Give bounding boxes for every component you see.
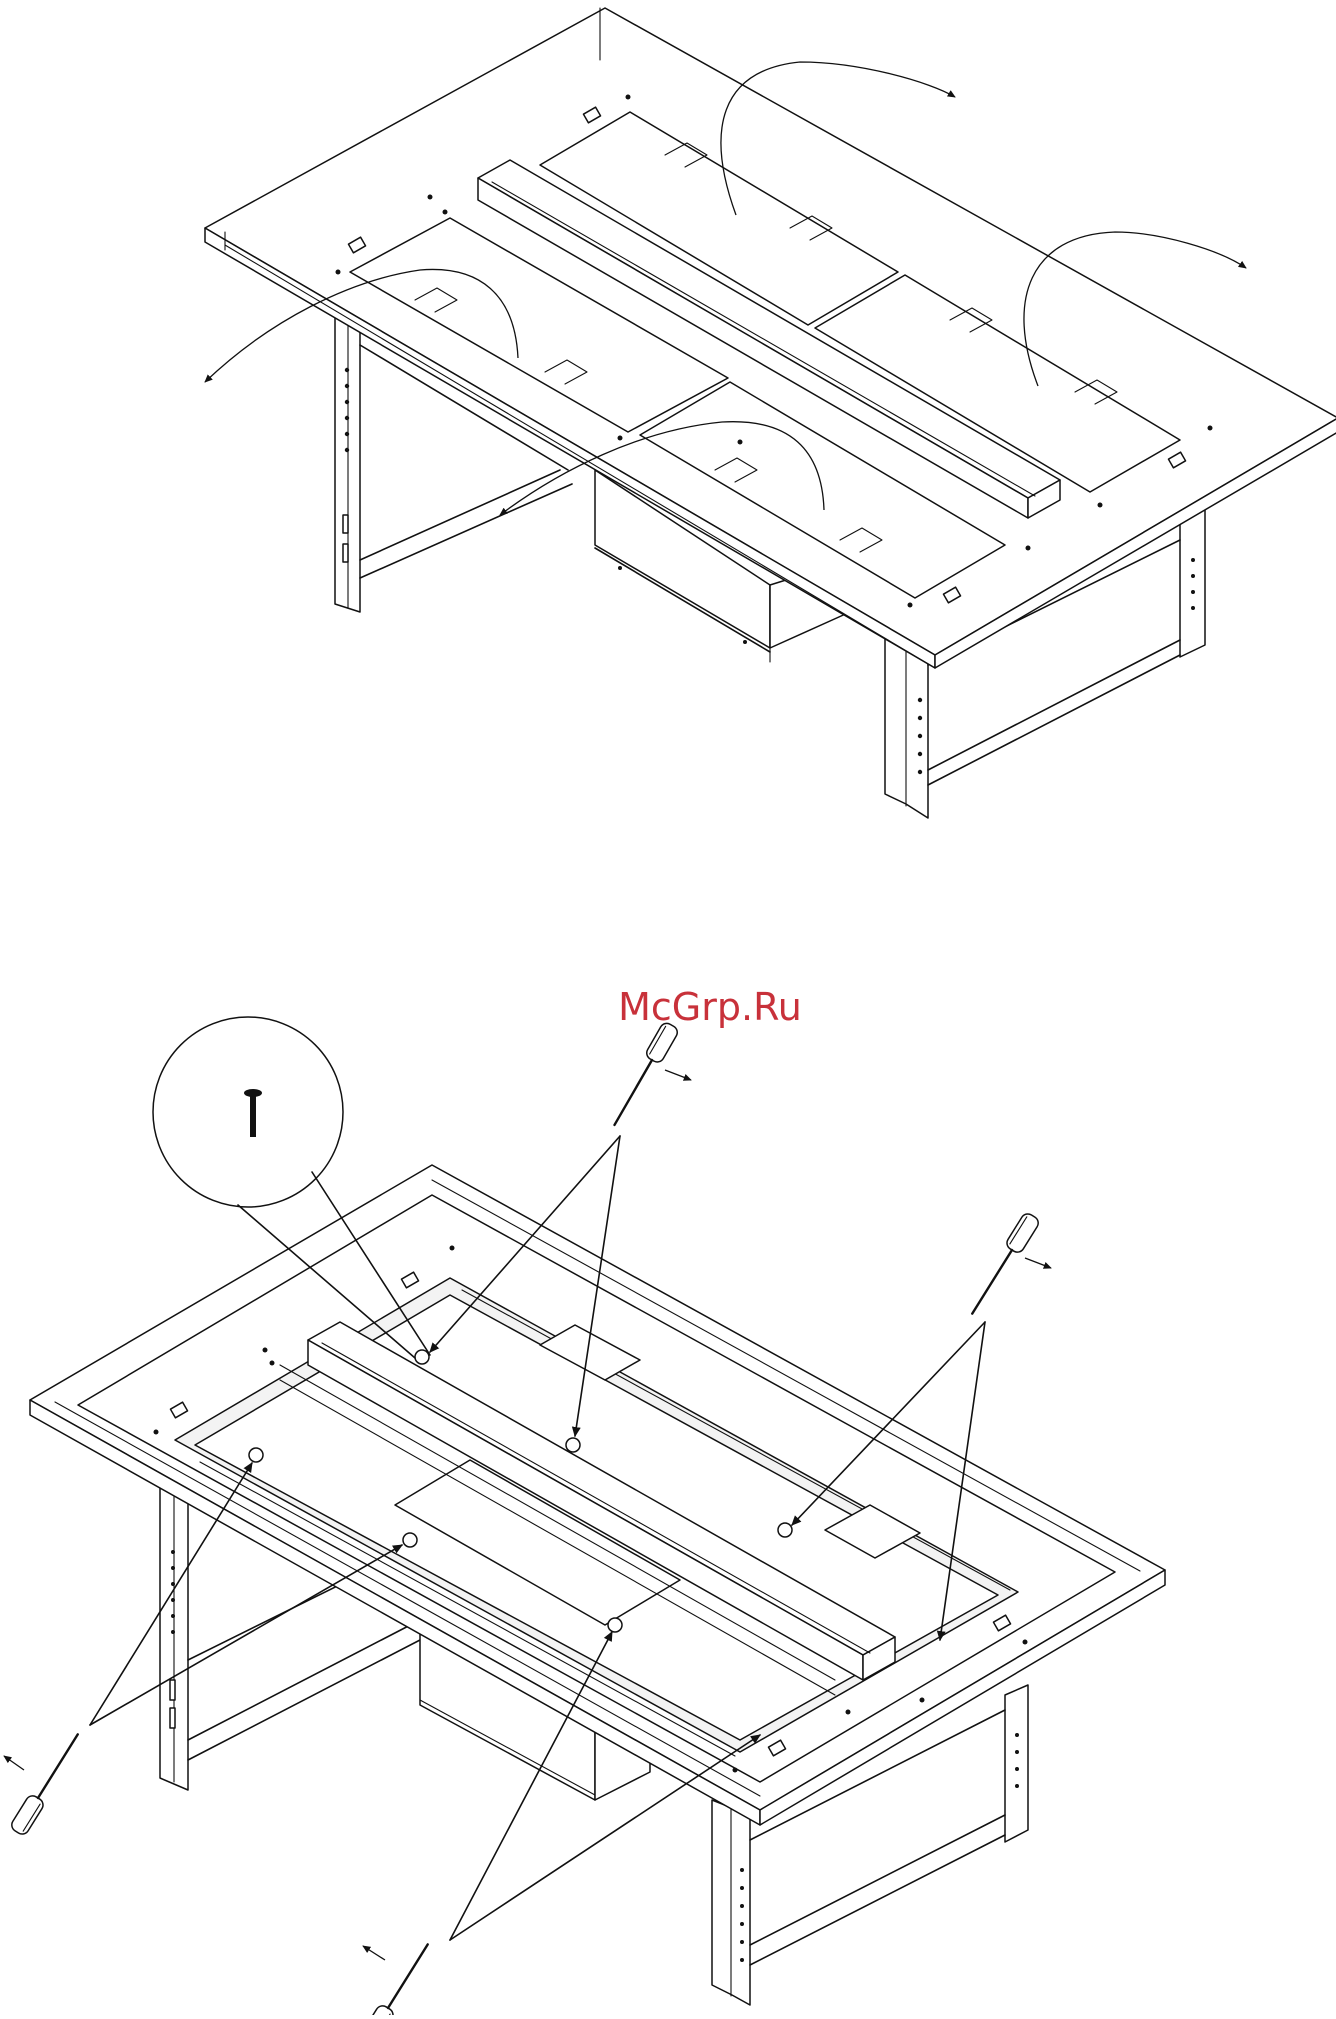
figure-table-panels (205, 8, 1336, 818)
arrow-icon (4, 1756, 24, 1770)
screwdriver-icon (9, 1730, 85, 1837)
arrow-icon (363, 1946, 385, 1960)
screwdriver-icon (607, 1021, 680, 1130)
screwdriver-icon (965, 1211, 1041, 1318)
arrow-icon (1025, 1258, 1051, 1268)
screwdriver-top (607, 1021, 680, 1130)
arrow-icon (665, 1070, 691, 1080)
screwdriver-right (965, 1211, 1041, 1318)
figure-table-screws (4, 1017, 1165, 2015)
watermark-text: McGrp.Ru (618, 985, 802, 1029)
screwdriver-left (9, 1730, 85, 1837)
